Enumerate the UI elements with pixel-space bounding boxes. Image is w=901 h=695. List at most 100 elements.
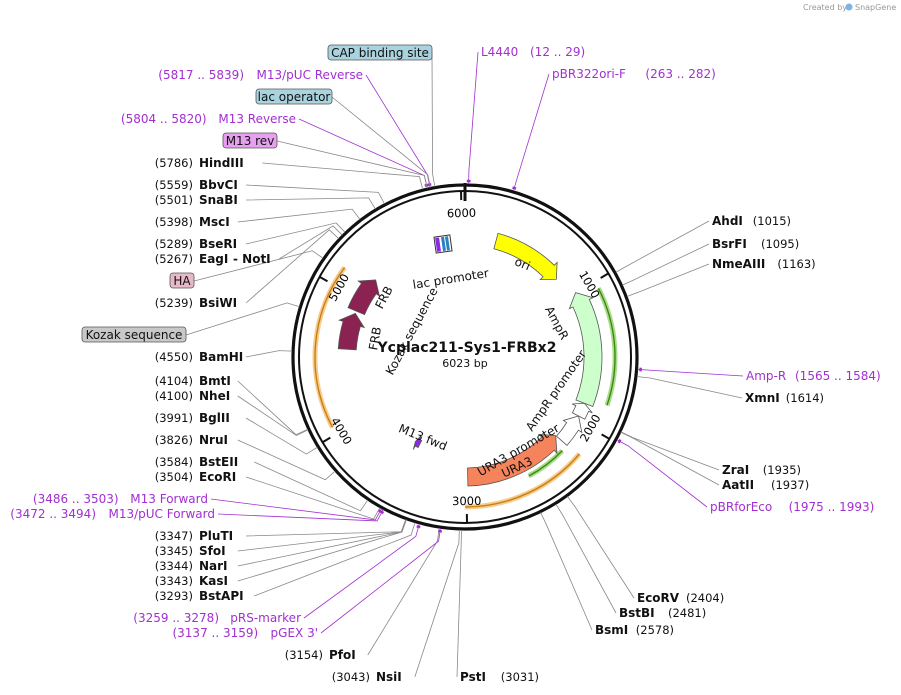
enzyme-name-aatii: AatII bbox=[722, 478, 754, 492]
primer-name: pRS-marker bbox=[230, 611, 301, 625]
primer-name: M13/pUC Forward bbox=[108, 507, 215, 521]
feature-arrow-frb[interactable] bbox=[347, 279, 381, 316]
enzyme-name-eagi: EagI bbox=[199, 252, 228, 266]
feature-arrow-ura3[interactable] bbox=[467, 433, 558, 487]
feature-box[interactable] bbox=[222, 132, 278, 149]
leader-line bbox=[237, 439, 336, 481]
enzyme-position: (3991) bbox=[155, 411, 193, 425]
leader-line bbox=[210, 498, 382, 521]
leader-line bbox=[414, 529, 460, 678]
enzyme-position: (3345) bbox=[155, 544, 193, 558]
feature-box[interactable] bbox=[169, 272, 195, 289]
credit-brand: SnapGene bbox=[855, 3, 896, 12]
primer-name: Amp-R bbox=[746, 369, 786, 383]
enzyme-name-bsiwi: BsiWI bbox=[199, 296, 237, 310]
enzyme-position: (5501) bbox=[155, 193, 193, 207]
leader-line bbox=[245, 417, 318, 455]
enzyme-name-pluti: PluTI bbox=[199, 529, 233, 543]
leader-line bbox=[237, 395, 309, 436]
feature-arrows bbox=[337, 232, 603, 487]
leader-line bbox=[637, 368, 744, 377]
feature-arrow-ura3-promoter[interactable] bbox=[555, 415, 583, 446]
leader-line bbox=[276, 140, 428, 189]
m13-fwd-inner-label: M13 fwd bbox=[397, 421, 449, 453]
leader-line bbox=[320, 528, 441, 634]
enzyme-name-xmni: XmnI bbox=[745, 391, 780, 405]
feature-box[interactable] bbox=[327, 44, 433, 61]
enzyme-position: (3584) bbox=[155, 455, 193, 469]
feature-arrow-m13-fwd[interactable] bbox=[412, 435, 423, 450]
enzyme-position: (2578) bbox=[636, 623, 674, 637]
enzyme-position: (5786) bbox=[155, 156, 193, 170]
lac-promoter-block[interactable] bbox=[433, 234, 453, 254]
feature-box-label: M13 rev bbox=[226, 134, 275, 148]
enzyme-name-nari: NarI bbox=[199, 559, 228, 573]
outer-labels: (5786)HindIII(5559)BbvCI(5501)SnaBI(5398… bbox=[10, 44, 881, 684]
leader-line bbox=[245, 184, 385, 205]
enzyme-position: (3344) bbox=[155, 559, 193, 573]
feature-box-label: lac operator bbox=[258, 90, 331, 104]
leader-line bbox=[245, 229, 340, 304]
leader-line bbox=[193, 250, 324, 282]
leader-line bbox=[217, 509, 384, 522]
leader-line bbox=[298, 118, 428, 189]
leader-line bbox=[245, 519, 407, 537]
tick-mark bbox=[600, 272, 609, 279]
leader-line bbox=[262, 162, 424, 190]
leader-line bbox=[303, 523, 420, 619]
tick-label: 6000 bbox=[447, 206, 477, 221]
primer-name: pBRforEco bbox=[710, 500, 772, 514]
feature-arrow-ampr-promoter[interactable] bbox=[571, 402, 593, 420]
primer-range: (1975 .. 1993) bbox=[789, 500, 875, 514]
enzyme-name-bamhi: BamHI bbox=[199, 350, 243, 364]
enzyme-position: (1163) bbox=[777, 257, 815, 271]
enzyme-name-noti: - NotI bbox=[233, 252, 271, 266]
leader-line bbox=[540, 512, 593, 631]
enzyme-position: (3154) bbox=[285, 648, 323, 662]
enzyme-position: (3826) bbox=[155, 433, 193, 447]
leader-line bbox=[616, 439, 708, 508]
primer-name: M13/pUC Reverse bbox=[257, 68, 364, 82]
enzyme-position: (2404) bbox=[686, 591, 724, 605]
enzyme-name-msci: MscI bbox=[199, 215, 230, 229]
enzyme-name-bstbi: BstBI bbox=[619, 606, 655, 620]
primer-range: (1565 .. 1584) bbox=[795, 369, 881, 383]
leader-line bbox=[278, 225, 343, 260]
tick-mark bbox=[322, 436, 331, 444]
primer-name: pGEX 3' bbox=[271, 626, 318, 640]
enzyme-name-nsii: NsiI bbox=[376, 670, 402, 684]
feature-box[interactable] bbox=[255, 88, 333, 105]
leader-line bbox=[615, 220, 710, 273]
primer-range: (5804 .. 5820) bbox=[121, 112, 207, 126]
leader-line bbox=[237, 519, 407, 582]
enzyme-name-bglii: BglII bbox=[199, 411, 230, 425]
tick-label: 4000 bbox=[328, 415, 355, 447]
primer-range: (3259 .. 3278) bbox=[133, 611, 219, 625]
enzyme-name-ahdi: AhdI bbox=[712, 214, 743, 228]
primer-site-mark bbox=[512, 186, 517, 190]
leader-line bbox=[431, 52, 436, 187]
feature-arrow-ori[interactable] bbox=[493, 232, 558, 281]
enzyme-name-bbvci: BbvCI bbox=[199, 178, 238, 192]
enzyme-name-hindiii: HindIII bbox=[199, 156, 244, 170]
enzyme-position: (3043) bbox=[332, 670, 370, 684]
enzyme-position: (3347) bbox=[155, 529, 193, 543]
enzyme-position: (3293) bbox=[155, 589, 193, 603]
primer-name: M13 Reverse bbox=[218, 112, 296, 126]
tick-mark bbox=[319, 276, 328, 283]
leader-line bbox=[331, 96, 431, 188]
feature-box[interactable] bbox=[81, 326, 187, 343]
lac-promoter-label: lac promoter bbox=[412, 266, 490, 292]
enzyme-position: (1937) bbox=[771, 478, 809, 492]
primer-range: (5817 .. 5839) bbox=[158, 68, 244, 82]
feature-arrow-ampr[interactable] bbox=[568, 292, 603, 408]
enzyme-name-kasi: KasI bbox=[199, 574, 228, 588]
primer-name: M13 Forward bbox=[130, 492, 208, 506]
enzyme-position: (5267) bbox=[155, 252, 193, 266]
orange-feature-arc-right-core bbox=[465, 453, 580, 508]
leader-line bbox=[620, 431, 720, 486]
feature-arrow-frb[interactable] bbox=[337, 312, 366, 351]
leader-line bbox=[555, 503, 617, 614]
